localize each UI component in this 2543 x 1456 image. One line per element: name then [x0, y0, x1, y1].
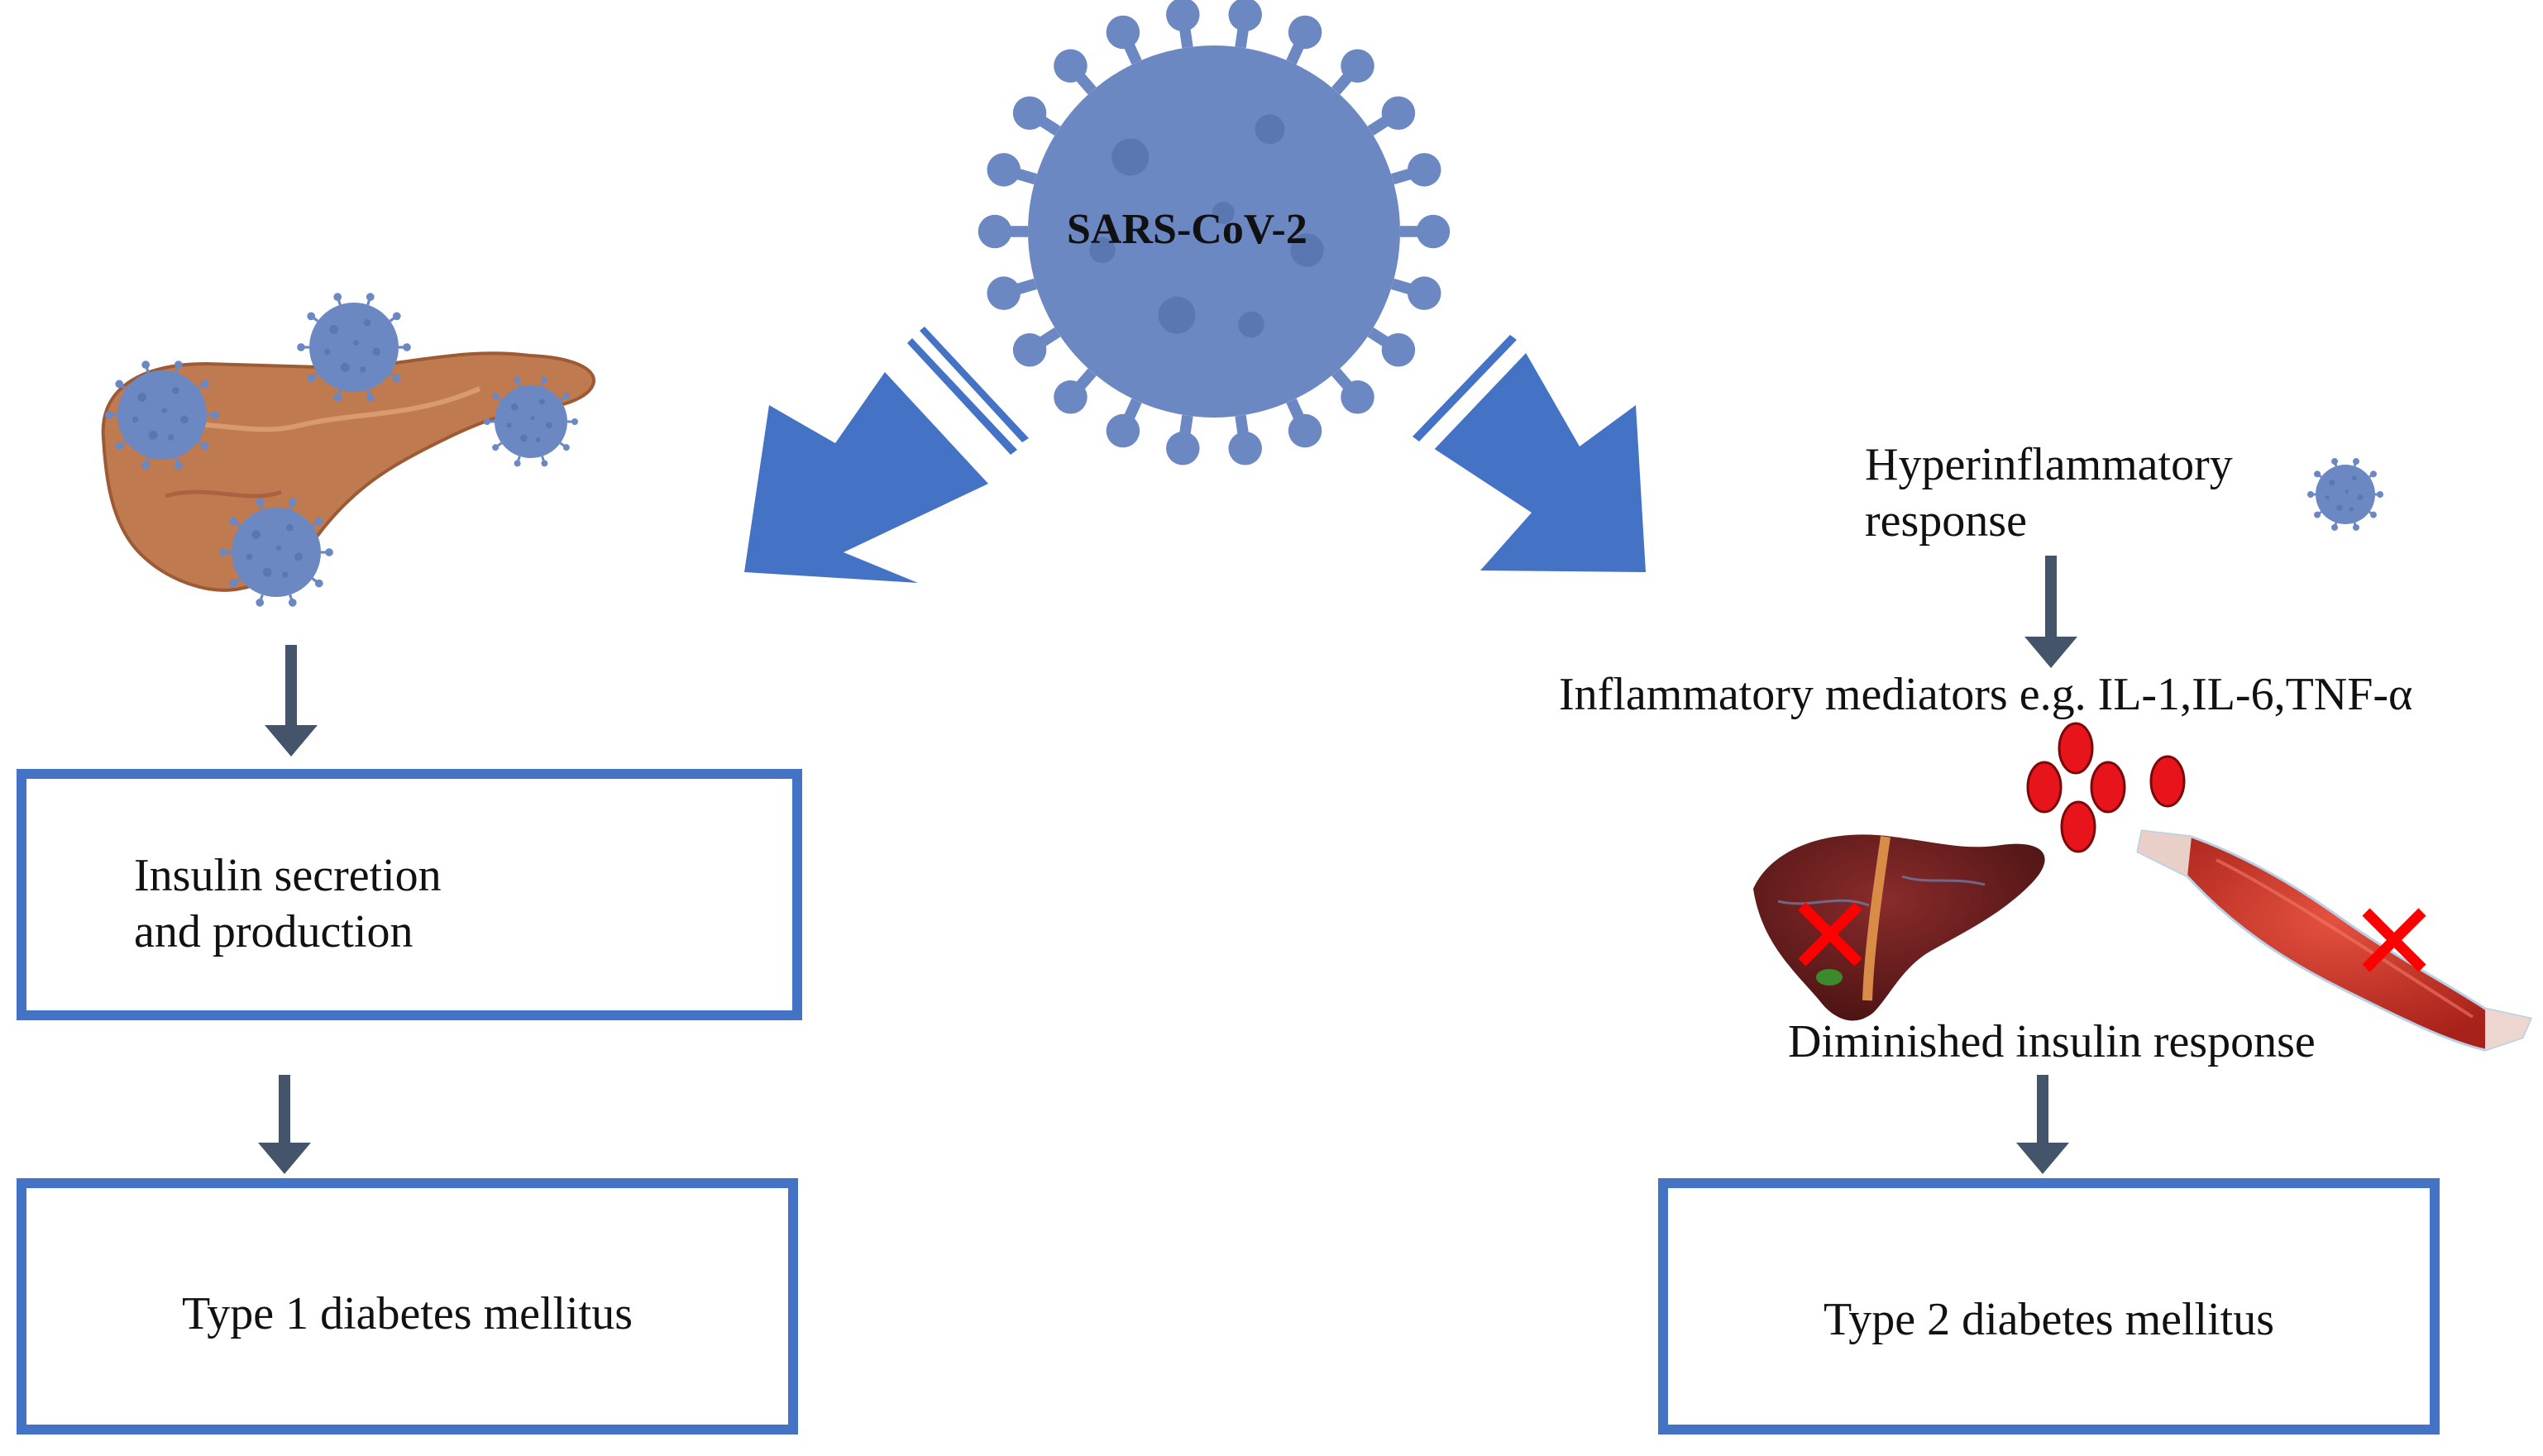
coronavirus-icon: [2307, 458, 2383, 531]
hyperinflammatory-line1: Hyperinflammatory: [1865, 439, 2233, 490]
flow-arrows: [258, 556, 2077, 1174]
mediators-label: Inflammatory mediators e.g. IL-1,IL-6,TN…: [1559, 669, 2413, 720]
type2-outcome-label: Type 2 diabetes mellitus: [1823, 1294, 2275, 1345]
red-cell-icon: [2026, 761, 2063, 814]
insulin-effect-box: Insulin secretion and production: [17, 769, 802, 1020]
red-cell-icon: [2058, 722, 2094, 775]
diminished-response-label: Diminished insulin response: [1788, 1016, 2316, 1067]
pancreas-icon: [101, 293, 596, 607]
down-arrow-to-mediators: [2024, 556, 2077, 668]
liver-icon: [1753, 834, 2045, 1021]
insulin-effect-line1: Insulin secretion: [134, 850, 442, 901]
hyperinflammatory-line2: response: [1865, 495, 2027, 547]
down-arrow-to-type1: [258, 1075, 311, 1174]
down-arrow-to-insulin: [265, 645, 318, 757]
down-arrow-to-type2: [2016, 1075, 2069, 1174]
coronavirus-icon: [297, 293, 411, 402]
red-cell-icon: [2060, 800, 2096, 853]
type1-outcome-label: Type 1 diabetes mellitus: [181, 1288, 633, 1339]
insulin-effect-line2: and production: [134, 906, 413, 957]
mediator-cells-group: [2026, 722, 2186, 853]
cross-icon: [2362, 908, 2426, 972]
coronavirus-body: [978, 0, 1451, 465]
coronavirus-icon: [484, 376, 578, 467]
right-big-arrow: [1413, 335, 1646, 572]
cross-icon: [1798, 902, 1862, 967]
type2-outcome-box: Type 2 diabetes mellitus: [1658, 1178, 2440, 1435]
left-big-arrow: [744, 327, 1029, 583]
red-cell-icon: [2149, 755, 2186, 808]
muscle-icon: [2136, 829, 2533, 1052]
virus-label: SARS-CoV-2: [1067, 206, 1307, 253]
coronavirus-icon: [219, 498, 333, 607]
coronavirus-icon: [978, 0, 1451, 465]
red-cell-icon: [2090, 761, 2126, 814]
coronavirus-icon: [105, 360, 219, 470]
type1-outcome-box: Type 1 diabetes mellitus: [17, 1178, 798, 1435]
cross-icons: [691, 855, 2426, 972]
